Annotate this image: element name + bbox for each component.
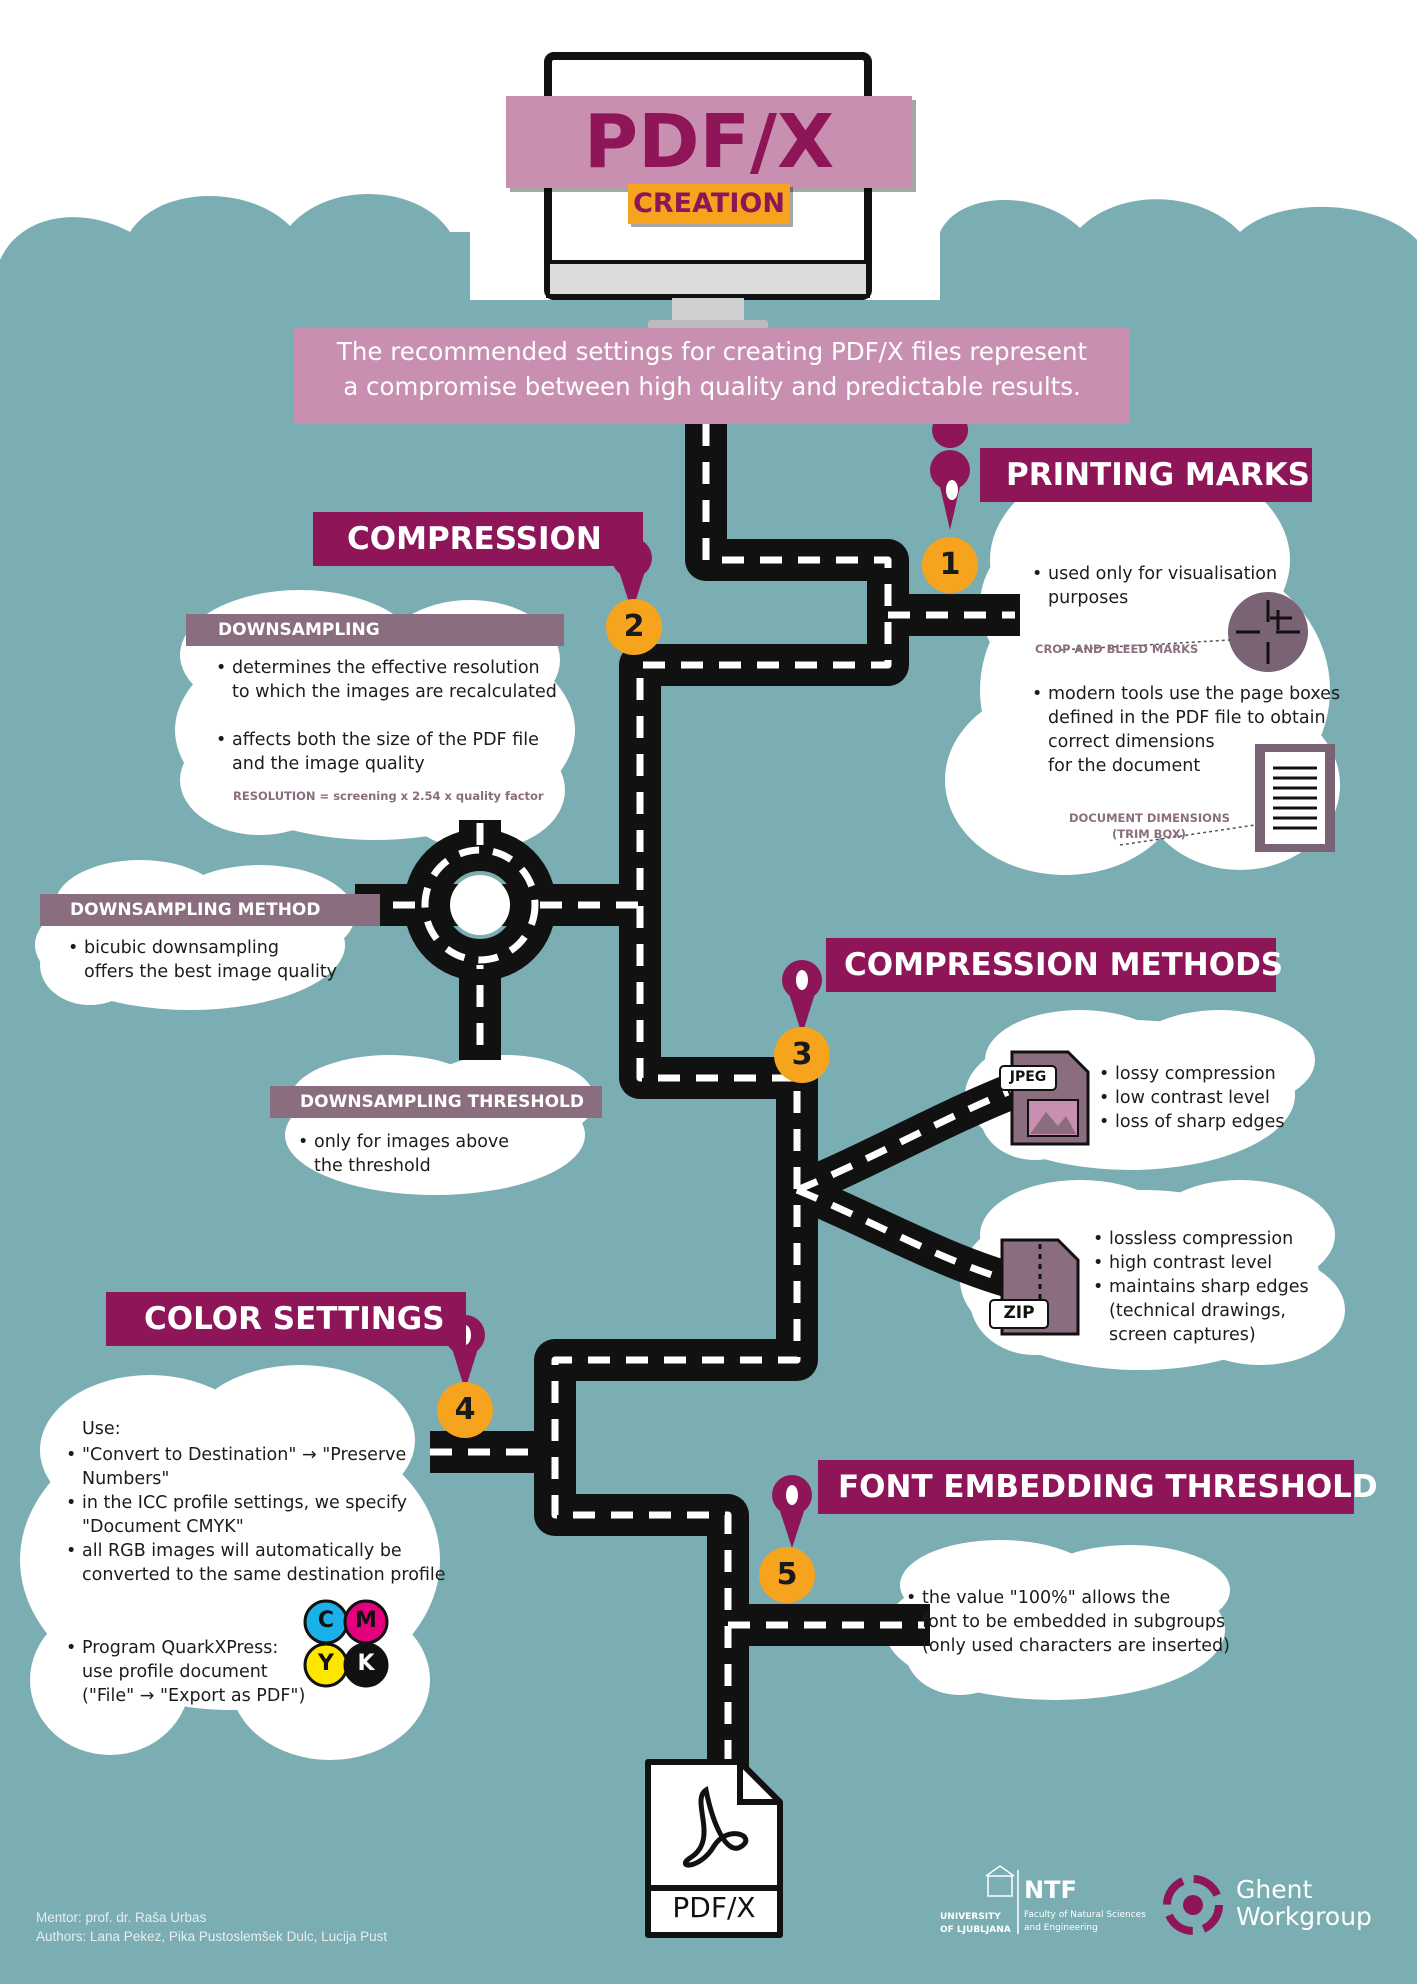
jpeg-icon-label: JPEG <box>1009 1069 1047 1085</box>
step-number-4: 4 <box>437 1382 493 1438</box>
authors-credit: Authors: Lana Pekez, Pika Pustoslemšek D… <box>36 1929 388 1944</box>
resolution-formula: RESOLUTION = screening x 2.54 x quality … <box>233 789 544 803</box>
end-pdf-label: PDF/X <box>672 1891 756 1924</box>
pdf-file-icon <box>645 1759 783 1938</box>
color-bullet: all RGB images will automatically be con… <box>66 1539 446 1587</box>
ntf-logo: NTF <box>1024 1876 1077 1904</box>
zip-bullet: lossless compression <box>1093 1227 1309 1251</box>
downsampling-title: DOWNSAMPLING <box>186 614 564 646</box>
bullet-text: modern tools use the page boxes defined … <box>1032 682 1340 778</box>
step-number-3: 3 <box>774 1027 830 1083</box>
university-name-2: OF LJUBLJANA <box>940 1925 1011 1935</box>
heading-printing-marks: PRINTING MARKS <box>980 448 1312 502</box>
step-number-2: 2 <box>606 599 662 655</box>
cmyk-letter-k: K <box>357 1651 375 1676</box>
document-dimensions-label: DOCUMENT DIMENSIONS <box>1069 811 1230 825</box>
intro-line-1: The recommended settings for creating PD… <box>336 337 1088 366</box>
quark-bullet: Program QuarkXPress: use profile documen… <box>66 1636 305 1708</box>
road-network <box>355 420 1020 1780</box>
bullet-text: the value "100%" allows the font to be e… <box>906 1586 1230 1658</box>
bullet-text: determines the effective resolution to w… <box>216 656 557 704</box>
crop-label-leader <box>1059 639 1231 651</box>
ghent-workgroup-name-1: Ghent <box>1236 1875 1313 1904</box>
printing-marks-bullet-2: modern tools use the page boxes defined … <box>1032 682 1340 778</box>
cmyk-letter-c: C <box>317 1608 335 1633</box>
trim-box-label: (TRIM BOX) <box>1112 827 1186 841</box>
title-box <box>506 96 912 188</box>
bullet-text: Program QuarkXPress: use profile documen… <box>66 1636 305 1708</box>
ghent-workgroup-logo-icon <box>1163 1875 1223 1935</box>
color-bullet: in the ICC profile settings, we specify … <box>66 1491 446 1539</box>
printing-marks-bullet-1: used only for visualisation purposes <box>1032 562 1277 610</box>
zip-icon-label: ZIP <box>1003 1303 1035 1323</box>
bullet-text: used only for visualisation purposes <box>1032 562 1277 610</box>
jpeg-bullet: loss of sharp edges <box>1099 1110 1284 1134</box>
heading-color-settings: COLOR SETTINGS <box>106 1292 466 1346</box>
mentor-credit: Mentor: prof. dr. Raša Urbas <box>36 1910 207 1925</box>
cloud-method <box>35 860 355 1010</box>
jpeg-file-icon <box>999 1050 1090 1146</box>
university-name-1: UNIVERSITY <box>940 1912 1001 1922</box>
bullet-text: affects both the size of the PDF file an… <box>216 728 539 776</box>
downsampling-method-title: DOWNSAMPLING METHOD <box>40 894 380 926</box>
jpeg-bullet: lossy compression <box>1099 1062 1284 1086</box>
faculty-name-2: and Engineering <box>1024 1923 1098 1933</box>
downsampling-bullet-1: determines the effective resolution to w… <box>216 656 557 704</box>
color-use-label: Use: <box>82 1419 121 1439</box>
ghent-workgroup-name-2: Workgroup <box>1236 1902 1372 1931</box>
intro-line-2: a compromise between high quality and pr… <box>343 372 1081 401</box>
step-number-5: 5 <box>759 1547 815 1603</box>
university-logo-icon <box>985 1865 1019 1934</box>
zip-bullet: high contrast level <box>1093 1251 1309 1275</box>
zip-bullets: lossless compression high contrast level… <box>1093 1227 1309 1347</box>
doc-label-leader <box>1119 824 1256 846</box>
color-bullet: "Convert to Destination" → "Preserve Num… <box>66 1443 446 1491</box>
crop-marks-label: CROP AND BLEED MARKS <box>1035 642 1199 656</box>
bullet-text: bicubic downsampling offers the best ima… <box>68 936 337 984</box>
page-subtitle: CREATION <box>628 184 790 224</box>
zip-file-icon <box>989 1238 1080 1336</box>
faculty-name-1: Faculty of Natural Sciences <box>1024 1910 1146 1920</box>
heading-compression: COMPRESSION <box>313 512 643 566</box>
jpeg-bullet: low contrast level <box>1099 1086 1284 1110</box>
jpeg-bullets: lossy compression low contrast level los… <box>1099 1062 1284 1134</box>
downsampling-method-bullet: bicubic downsampling offers the best ima… <box>68 936 337 984</box>
intro-box <box>294 328 1130 424</box>
step-number-1: 1 <box>922 537 978 593</box>
cmyk-letter-y: Y <box>318 1651 334 1676</box>
bullet-text: only for images above the threshold <box>298 1130 509 1178</box>
cmyk-letter-m: M <box>355 1608 377 1633</box>
heading-compression-methods: COMPRESSION METHODS <box>826 938 1283 992</box>
downsampling-threshold-bullet: only for images above the threshold <box>298 1130 509 1178</box>
font-embedding-bullet: the value "100%" allows the font to be e… <box>906 1586 1230 1658</box>
zip-bullet: maintains sharp edges (technical drawing… <box>1093 1275 1309 1347</box>
crop-marks-icon <box>1228 592 1308 672</box>
downsampling-threshold-title: DOWNSAMPLING THRESHOLD <box>270 1086 602 1118</box>
cmyk-icon <box>303 1599 389 1688</box>
page-title: PDF/X <box>583 99 835 185</box>
heading-font-embedding: FONT EMBEDDING THRESHOLD <box>818 1460 1378 1514</box>
color-bullets: "Convert to Destination" → "Preserve Num… <box>66 1443 446 1587</box>
downsampling-bullet-2: affects both the size of the PDF file an… <box>216 728 539 776</box>
